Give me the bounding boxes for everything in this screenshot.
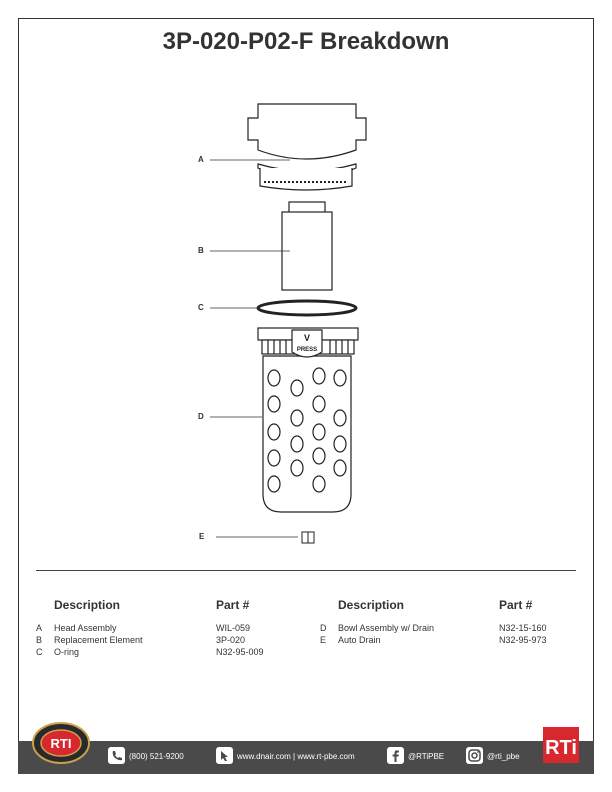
bowl-assembly-drawing [257, 327, 359, 513]
right-logo-text: RTi [545, 737, 577, 759]
row-part: 3P-020 [216, 635, 246, 645]
row-description: Auto Drain [338, 635, 381, 645]
row-description: O-ring [54, 647, 80, 657]
footer-phone[interactable]: (800) 521-9200 [129, 752, 184, 761]
row-letter: D [320, 623, 327, 633]
callout-b: B [198, 246, 204, 255]
rti-oval-logo: RTI [32, 722, 90, 764]
row-part: N32-95-009 [216, 647, 264, 657]
auto-drain-drawing [301, 531, 315, 544]
rti-square-logo: RTi [543, 727, 579, 763]
callout-c: C [198, 303, 204, 312]
replacement-element-drawing [281, 201, 333, 291]
left-description-header: Description [54, 598, 121, 612]
right-part-header: Part # [499, 598, 533, 612]
page-title: 3P-020-P02-F Breakdown [162, 28, 450, 55]
right-description-header: Description [338, 598, 405, 612]
footer-instagram[interactable]: @rti_pbe [487, 752, 520, 761]
facebook-icon [387, 747, 404, 764]
row-description: Bowl Assembly w/ Drain [338, 623, 435, 633]
row-description: Replacement Element [54, 635, 143, 645]
left-logo-text: RTI [51, 736, 72, 751]
row-description: Head Assembly [54, 623, 117, 633]
head-assembly-drawing [247, 103, 367, 191]
section-divider [36, 570, 576, 571]
callout-a: A [198, 155, 204, 164]
instagram-icon [466, 747, 483, 764]
row-part: WIL-059 [216, 623, 251, 633]
row-letter: A [36, 623, 43, 633]
callout-e: E [199, 532, 205, 541]
bowl-arrow-mark: V [304, 333, 310, 343]
exploded-diagram: V PRESS [210, 103, 367, 544]
callout-d: D [198, 412, 204, 421]
row-letter: B [36, 635, 43, 645]
bowl-press-mark: PRESS [297, 347, 317, 353]
footer-facebook[interactable]: @RTiPBE [408, 752, 445, 761]
o-ring-drawing [256, 299, 358, 317]
row-letter: C [36, 647, 43, 657]
row-letter: E [320, 635, 327, 645]
cursor-icon [216, 747, 233, 764]
footer-web[interactable]: www.dnair.com | www.rt-pbe.com [237, 752, 355, 761]
phone-icon [108, 747, 125, 764]
row-part: N32-95-973 [499, 635, 547, 645]
left-part-header: Part # [216, 598, 250, 612]
row-part: N32-15-160 [499, 623, 547, 633]
